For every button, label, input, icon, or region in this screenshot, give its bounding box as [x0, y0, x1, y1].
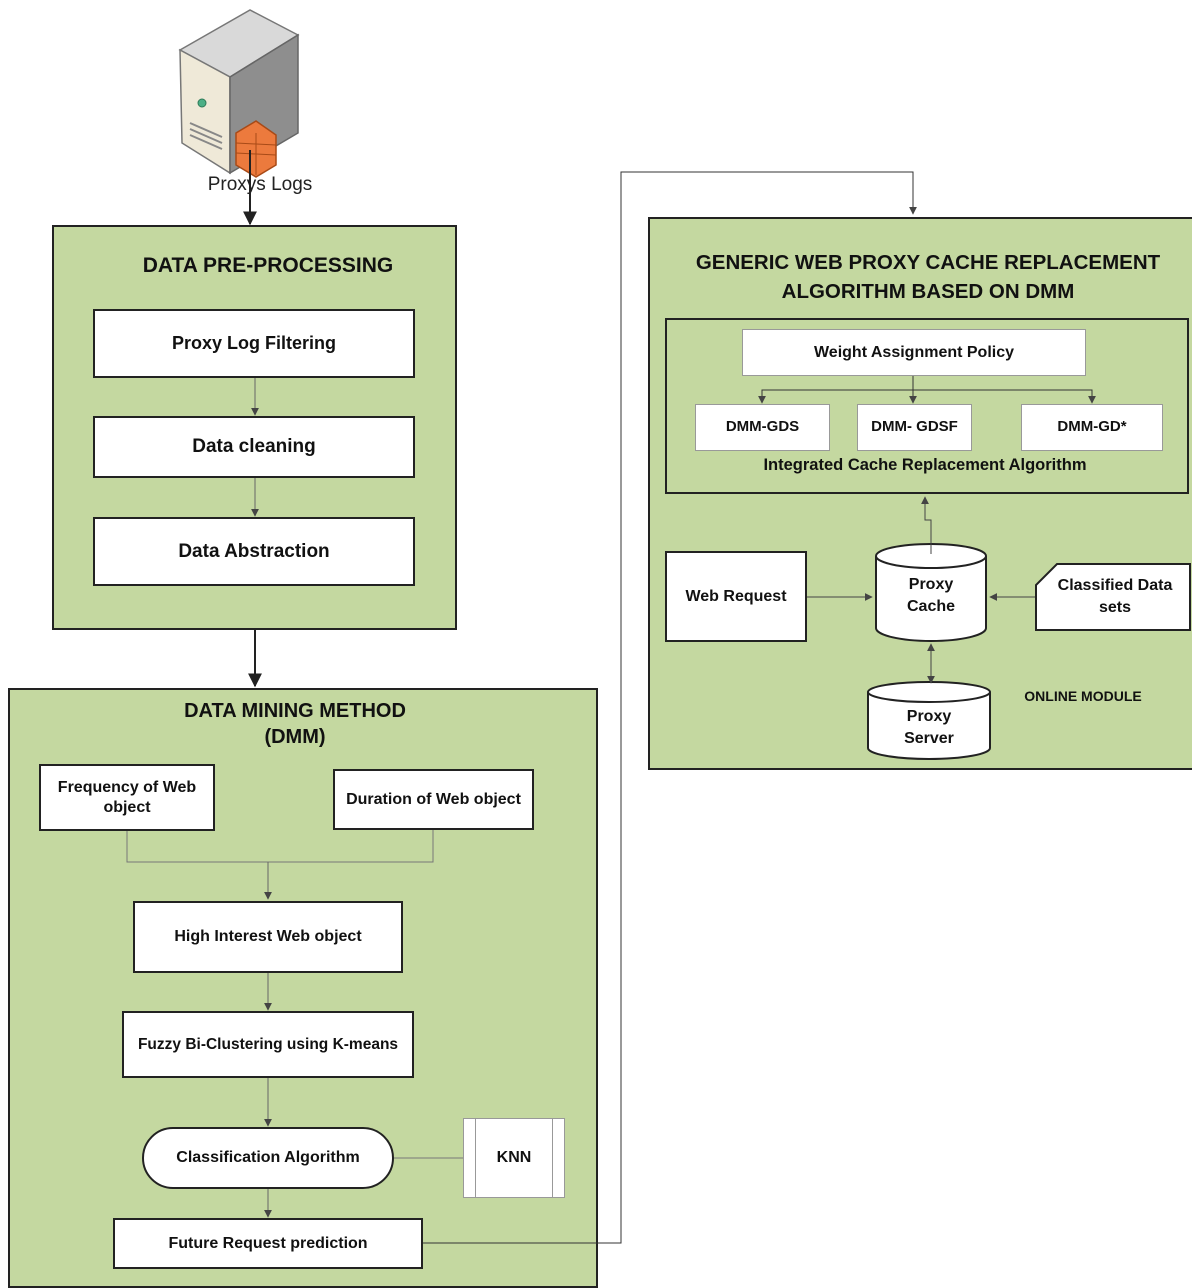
fuzzy-box: Fuzzy Bi-Clustering using K-means	[122, 1011, 414, 1078]
frequency-box: Frequency of Web object	[39, 764, 215, 831]
knn-box: KNN	[463, 1118, 565, 1198]
arrow-prediction-to-generic	[423, 171, 917, 1244]
classification-box: Classification Algorithm	[142, 1127, 394, 1189]
step-data-abstraction: Data Abstraction	[93, 517, 415, 586]
future-request-box: Future Request prediction	[113, 1218, 423, 1269]
knn-right-bar	[552, 1118, 553, 1198]
integrated-label: Integrated Cache Replacement Algorithm	[763, 456, 1087, 474]
generic-title-line2: ALGORITHM BASED ON DMM	[781, 280, 1075, 303]
web-request-box: Web Request	[665, 551, 807, 642]
proxy-server-cylinder	[867, 681, 991, 760]
proxy-cache-label: Proxy Cache	[906, 576, 956, 615]
server-label: Proxys Logs	[207, 174, 313, 195]
preprocessing-title: DATA PRE-PROCESSING	[142, 254, 394, 277]
online-module-label: ONLINE MODULE	[1024, 688, 1142, 704]
algo-dmm-gdsf: DMM- GDSF	[857, 404, 972, 451]
algo-dmm-gds: DMM-GDS	[695, 404, 830, 451]
classified-data-card	[1035, 563, 1191, 631]
server-icon	[178, 9, 300, 178]
proxy-server-label: Proxy Server	[904, 708, 954, 747]
knn-left-bar	[475, 1118, 476, 1198]
step-data-cleaning: Data cleaning	[93, 416, 415, 478]
duration-box: Duration of Web object	[333, 769, 534, 830]
high-interest-box: High Interest Web object	[133, 901, 403, 973]
generic-title-line1: GENERIC WEB PROXY CACHE REPLACEMENT	[695, 251, 1161, 274]
classified-data-label: Classified Data sets	[1057, 577, 1173, 616]
dmm-title-line2: (DMM)	[264, 726, 326, 748]
dmm-title-line1: DATA MINING METHOD	[184, 700, 406, 722]
integrated-algorithm-frame	[665, 318, 1189, 494]
algo-dmm-gdstar: DMM-GD*	[1021, 404, 1163, 451]
weight-policy-box: Weight Assignment Policy	[742, 329, 1086, 376]
step-proxy-log-filtering: Proxy Log Filtering	[93, 309, 415, 378]
